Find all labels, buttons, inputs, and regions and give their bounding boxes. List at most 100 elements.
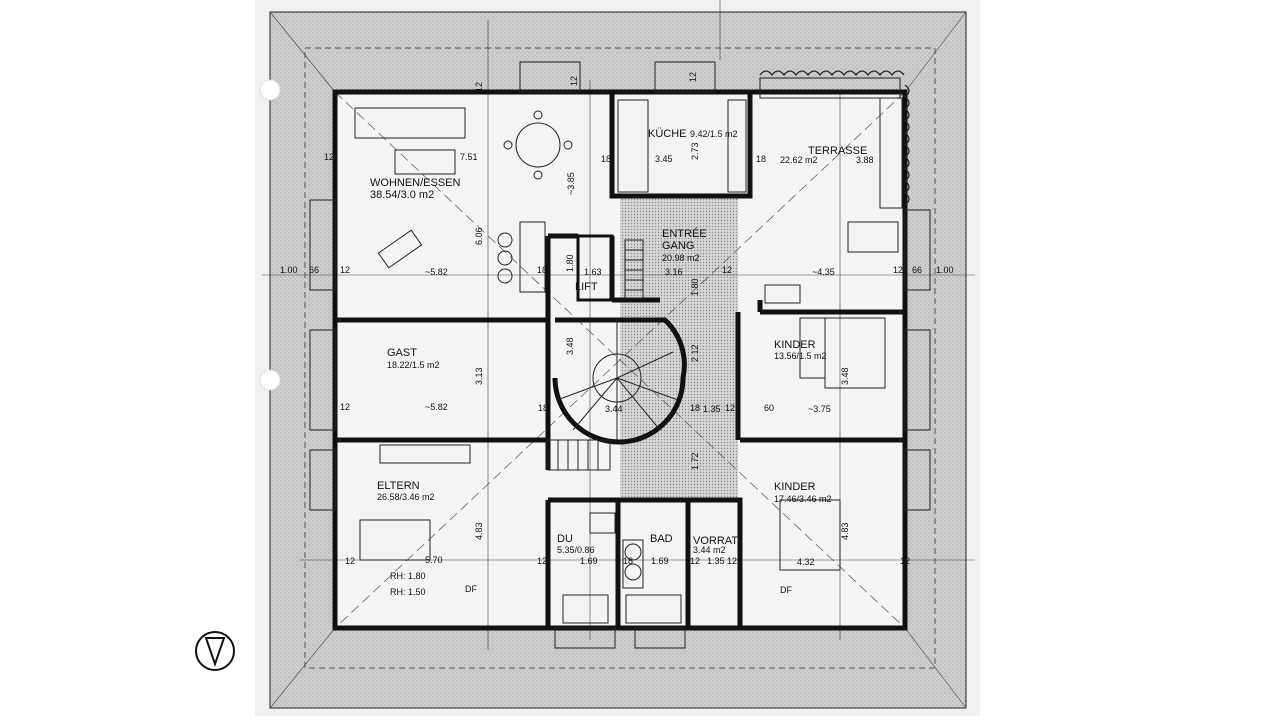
room-name-bad: BAD [650,533,673,545]
dim-label: 12 [340,265,350,275]
room-area-kinder-2: 17.46/3.46 m2 [774,494,832,504]
dim-label: 12 [345,556,355,566]
dim-label: DF [780,585,792,595]
dim-label: 3.16 [665,267,683,277]
room-gast: GAST 18.22/1.5 m2 ~5.82 3.13 [387,347,484,412]
dim-label: 18 [690,403,700,413]
room-treppe: 3.48 3.44 [565,337,623,414]
roof-surround [270,12,966,708]
hallway-hatch [620,196,738,500]
room-bad: BAD 1.69 [650,533,673,566]
room-name-terrasse: TERRASSE [808,145,867,157]
room-wohnen: WOHNEN/ESSEN 38.54/3.0 m2 7.51 6.06 ~5.8… [370,152,576,277]
lift-shaft [576,234,614,302]
dim-label: 1.80 [565,254,575,272]
room-terrasse: TERRASSE 22.62 m2 3.88 ~4.35 [780,145,874,277]
dim-label: 12 [722,265,732,275]
outer-dimensions: 1.00 66 12 66 1.00 18 12 12 12 18 18 12 … [280,72,954,566]
room-area-vorrat: 3.44 m2 [693,545,726,555]
room-name2-entree: GANG [662,240,694,252]
dim-label: 12 [340,402,350,412]
dim-label: 6.06 [474,227,484,245]
dim-label: 12 [324,152,334,162]
dim-label: RH: 1.80 [390,571,426,581]
dim-label: 18 [537,265,547,275]
planter-hedge [759,70,910,206]
room-area-gast: 18.22/1.5 m2 [387,360,440,370]
dim-label: DF [465,584,477,594]
dim-label: 18 [601,154,611,164]
dim-label: 1.63 [584,267,602,277]
dim-label: 12 [537,556,547,566]
dim-label: 1.35 [703,404,721,414]
dim-label: 66 [309,265,319,275]
dim-label: 12 [690,556,700,566]
dim-label: 12 [725,403,735,413]
dim-label: RH: 1.50 [390,587,426,597]
dim-label: 12 [893,265,903,275]
room-name-lift: LIFT [575,281,598,293]
room-kinder-1: KINDER 13.56/1.5 m2 ~3.75 3.48 1.35 [703,339,850,414]
room-area-terrasse: 22.62 m2 [780,155,818,165]
punch-hole-bottom [259,369,281,391]
room-name-entree: ENTRÉE [662,227,707,240]
dim-label: 1.72 [690,452,700,470]
room-kinder-2: KINDER 17.46/3.46 m2 4.32 4.83 DF [774,481,850,595]
room-area-wohnen: 38.54/3.0 m2 [370,189,434,201]
dim-label: ~5.82 [425,402,448,412]
dim-label: 3.48 [565,337,575,355]
room-vorrat: VORRAT 3.44 m2 1.35 [693,535,738,566]
dim-label: 12 [569,76,579,86]
room-name-du: DU [557,533,573,545]
dim-label: 2.12 [690,344,700,362]
dim-label: 60 [764,403,774,413]
room-name-vorrat: VORRAT [693,535,738,547]
dim-label: ~5.82 [425,267,448,277]
spiral-staircase [547,317,687,471]
dim-label: 12 [727,556,737,566]
dim-label: 66 [912,265,922,275]
dim-label: 4.32 [797,557,815,567]
room-name-gast: GAST [387,347,417,359]
room-area-kinder-1: 13.56/1.5 m2 [774,351,827,361]
punch-hole-top [259,79,281,101]
dim-label: ~3.75 [808,404,831,414]
room-area-entree: 20.98 m2 [662,253,700,263]
dim-label: 1.00 [280,265,298,275]
dim-label: ~3.85 [566,172,576,195]
dim-label: 5.70 [425,555,443,565]
room-name-eltern: ELTERN [377,480,420,492]
dim-label: 3.48 [840,367,850,385]
dim-label: 1.69 [580,556,598,566]
room-name-kinder-2: KINDER [774,481,816,493]
dim-label: 18 [756,154,766,164]
dim-label: 7.51 [460,152,478,162]
dim-label: 12 [474,82,484,92]
room-name-wohnen: WOHNEN/ESSEN [370,177,461,189]
dim-label: 4.83 [840,522,850,540]
room-area-eltern: 26.58/3.46 m2 [377,492,435,502]
dim-label: 3.88 [856,155,874,165]
room-area-du: 5.35/0.86 [557,545,595,555]
dim-label: 1.80 [690,278,700,296]
dim-label: 3.45 [655,154,673,164]
room-eltern: ELTERN 26.58/3.46 m2 5.70 4.83 RH: 1.80 … [377,480,484,597]
dim-label: 1.35 [707,556,725,566]
dim-label: 1.69 [651,556,669,566]
dim-label: 12 [688,72,698,82]
dim-label: 18 [538,403,548,413]
room-name-kueche: KÜCHE [648,128,687,140]
room-name-kinder-1: KINDER [774,339,816,351]
dim-label: 3.13 [474,367,484,385]
dim-label: ~4.35 [812,267,835,277]
room-kueche: KÜCHE 9.42/1.5 m2 3.45 2.73 [648,128,738,164]
room-lift: LIFT 1.63 1.80 [565,254,602,293]
room-du: DU 5.35/0.86 1.69 [557,533,598,566]
north-arrow-icon [195,631,235,671]
dim-label: 18 [623,556,633,566]
windows [309,61,931,649]
dim-label: 3.44 [605,404,623,414]
dim-label: 1.00 [936,265,954,275]
dim-label: 2.73 [690,142,700,160]
